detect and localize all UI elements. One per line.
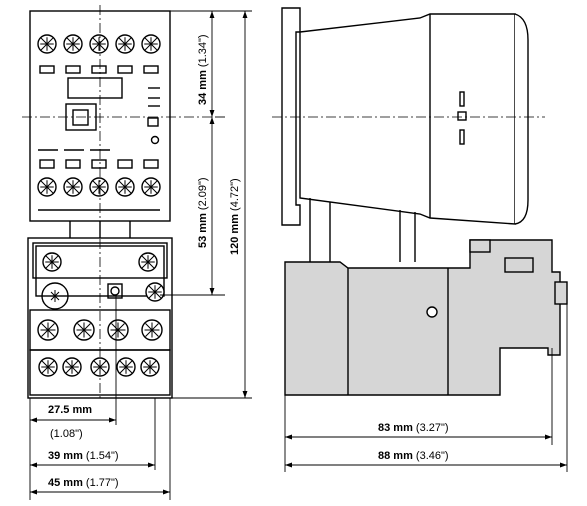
- din-rail-clip: [281, 7, 301, 226]
- terminal-screw-icon: [63, 34, 83, 54]
- terminal-screw-icon: [107, 319, 129, 341]
- terminal-screw-icon: [37, 34, 57, 54]
- dim-120mm-label: 120 mm (4.72"): [229, 178, 241, 255]
- terminal-screw-icon: [141, 319, 163, 341]
- terminal-screw-icon: [38, 357, 58, 377]
- terminal-screw-icon: [89, 177, 109, 197]
- terminal-slots-top: [39, 65, 159, 74]
- side-indicator: [426, 306, 438, 318]
- terminal-screw-icon: [37, 177, 57, 197]
- dim-27-5mm-imperial: (1.08"): [50, 428, 83, 440]
- label-window: [67, 77, 123, 99]
- dim-83mm-label: 83 mm (3.27"): [378, 422, 449, 434]
- terminal-screw-icon: [37, 319, 59, 341]
- terminal-screw-icon: [138, 252, 158, 272]
- dial-knob: [41, 282, 69, 310]
- terminal-screw-icon: [115, 34, 135, 54]
- dim-34mm-label: 34 mm (1.34"): [197, 34, 209, 105]
- front-centerlines: [22, 5, 215, 400]
- terminal-screw-icon: [140, 357, 160, 377]
- terminal-slots-bottom: [39, 159, 159, 169]
- side-view: [281, 7, 568, 396]
- top-terminal-row: [37, 34, 161, 54]
- dimension-lines: [29, 10, 568, 500]
- terminal-screw-icon: [115, 177, 135, 197]
- overload-relay-side: [284, 239, 561, 396]
- dim-39mm-label: 39 mm (1.54"): [48, 450, 119, 462]
- dim-45mm-label: 45 mm (1.77"): [48, 477, 119, 489]
- terminal-screw-icon: [62, 357, 82, 377]
- dim-88mm-label: 88 mm (3.46"): [378, 450, 449, 462]
- terminal-screw-icon: [145, 282, 165, 302]
- terminal-screw-icon: [116, 357, 136, 377]
- test-button: [107, 283, 123, 299]
- terminal-screw-icon: [89, 34, 109, 54]
- terminal-screw-icon: [73, 319, 95, 341]
- terminal-screw-icon: [63, 177, 83, 197]
- terminal-screw-icon: [42, 252, 62, 272]
- terminal-screw-icon: [141, 177, 161, 197]
- dim-27-5mm-label: 27.5 mm: [48, 404, 92, 416]
- bottom-terminal-row: [37, 177, 161, 197]
- dim-53mm-label: 53 mm (2.09"): [197, 177, 209, 248]
- contactor-side: [299, 13, 516, 225]
- terminal-screw-icon: [141, 34, 161, 54]
